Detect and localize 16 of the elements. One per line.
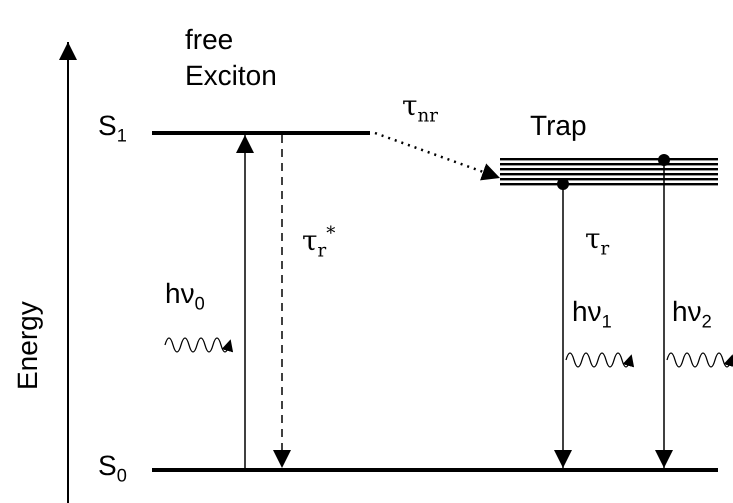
arrow [554, 178, 572, 468]
level-name: S$_{0}$ [98, 452, 127, 485]
trap-levels [500, 156, 718, 187]
arrow [273, 135, 291, 468]
edge-label: hν$_{1}$ [572, 298, 612, 331]
decay-time-label: τ$_{r}$ [585, 225, 610, 259]
edge-label: hν$_{2}$ [672, 298, 712, 331]
axis-label: Energy [14, 301, 42, 390]
level-label: Trap [530, 112, 588, 140]
arrow [236, 135, 254, 468]
level-name: S$_{1}$ [98, 112, 127, 145]
edge-label: hν$_{0}$ [165, 280, 205, 313]
arrow [655, 154, 673, 468]
level-label: free Exciton [185, 23, 278, 94]
edge-label: τ$_{nr}$ [402, 92, 438, 126]
arrow [374, 132, 500, 180]
